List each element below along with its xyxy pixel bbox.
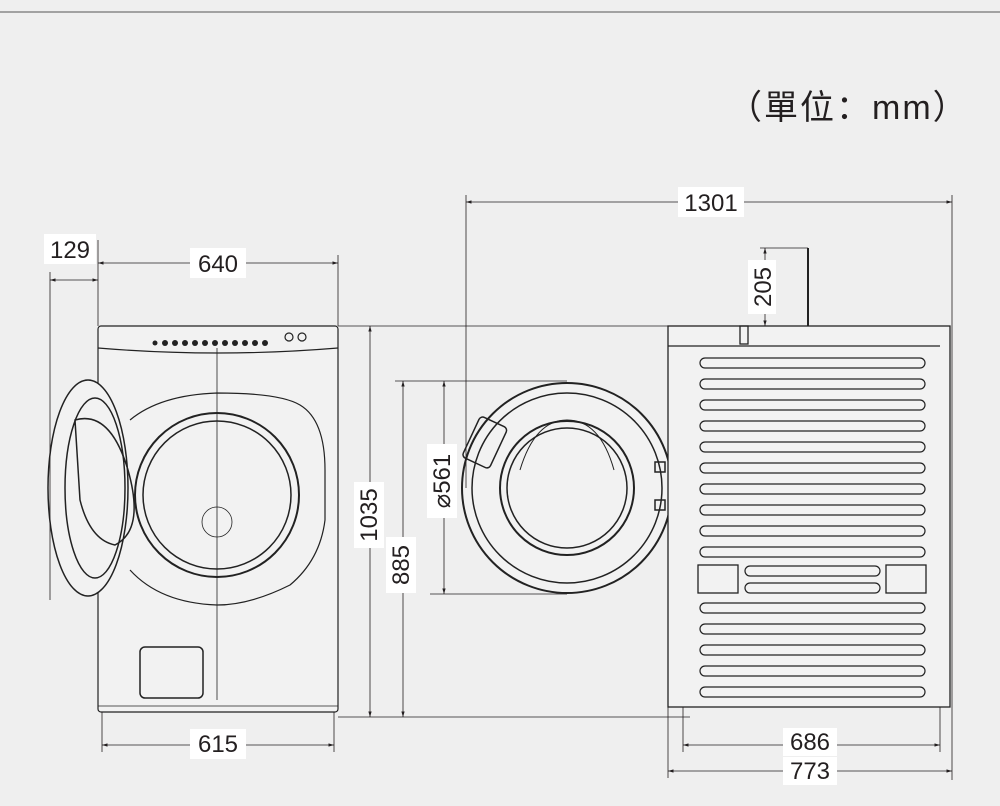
dim-205: 205 <box>750 267 777 307</box>
dimension-labels: 129 640 1301 205 1035 885 ⌀561 615 686 7… <box>44 187 837 785</box>
control-panel-edge <box>97 347 339 354</box>
dim-640: 640 <box>198 251 238 278</box>
door-gasket-outline <box>129 392 326 606</box>
filter-cover <box>139 646 204 699</box>
side-handle-right <box>885 564 927 594</box>
door-view <box>461 382 673 594</box>
dim-129: 129 <box>50 237 90 264</box>
dim-773: 773 <box>790 758 830 785</box>
front-view <box>47 325 339 713</box>
unit-label: （單位：mm） <box>728 89 969 127</box>
front-body <box>97 325 339 713</box>
dim-615: 615 <box>198 731 238 758</box>
dim-1035: 1035 <box>356 488 383 541</box>
ventilation-ribs <box>699 357 926 698</box>
dim-561: ⌀561 <box>429 454 456 509</box>
drum-ring-inner <box>142 420 292 570</box>
door-handle <box>462 416 508 469</box>
drum-ring-outer <box>134 412 300 578</box>
side-view <box>667 248 951 708</box>
dim-686: 686 <box>790 729 830 756</box>
open-door <box>47 379 135 597</box>
hinge-bracket <box>739 325 749 345</box>
side-handle-left <box>697 564 739 594</box>
control-buttons <box>152 340 268 346</box>
drum-bump <box>201 506 233 538</box>
power-button <box>284 332 294 342</box>
dim-1301: 1301 <box>684 190 737 217</box>
start-button <box>297 332 307 342</box>
side-body <box>667 325 951 708</box>
dim-885: 885 <box>388 545 415 585</box>
